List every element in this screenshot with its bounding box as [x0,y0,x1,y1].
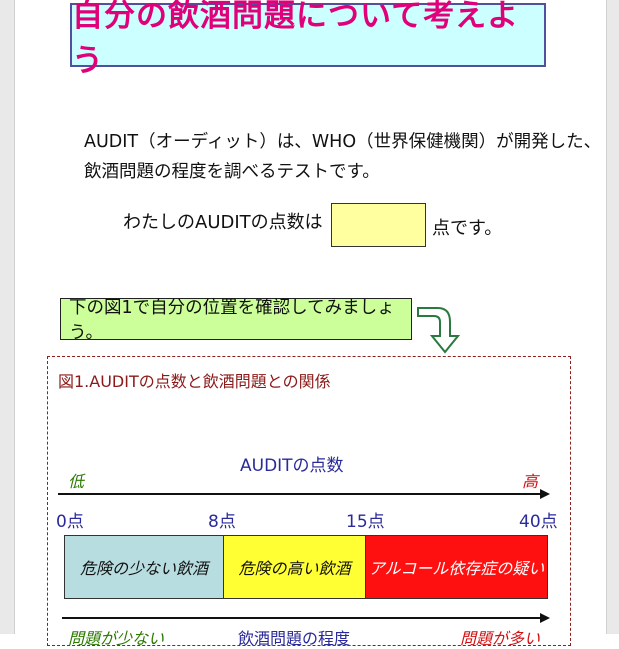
bottom-high-label: 問題が多い [460,629,541,648]
bottom-low-label: 問題が少ない [68,629,165,648]
tick-15: 15点 [346,512,385,532]
tick-0: 0点 [56,512,84,532]
left-frame [0,0,15,634]
intro-text: AUDIT（オーディット）は、WHO（世界保健機関）が開発した、 飲酒問題の程度… [84,127,601,187]
band-dependence: アルコール依存症の疑い [365,535,548,599]
score-input-box[interactable] [331,203,426,247]
intro-line-1: AUDIT（オーディット）は、WHO（世界保健機関）が開発した、 [84,132,602,152]
right-frame [606,0,619,634]
title-banner: 自分の飲酒問題について考えよう [70,0,546,79]
axis-title: AUDITの点数 [240,456,344,476]
band-low-risk-label: 危険の少ない飲酒 [79,559,208,578]
band-dependence-label: アルコール依存症の疑い [368,559,545,578]
intro-line-2: 飲酒問題の程度を調べるテストです。 [84,162,380,182]
figure-frame [47,356,571,646]
low-label: 低 [68,472,85,491]
figure-title: 図1.AUDITの点数と飲酒問題との関係 [58,372,331,391]
band-high-risk-label: 危険の高い飲酒 [238,559,351,578]
high-label: 高 [522,472,539,491]
down-arrow-icon [417,307,460,354]
score-label: わたしのAUDITの点数は [123,212,323,233]
bottom-mid-label: 飲酒問題の程度 [238,629,351,648]
problem-axis-arrow-icon [540,613,550,623]
score-axis-line [58,493,542,495]
page-title: 自分の飲酒問題について考えよう [72,0,520,79]
tick-40: 40点 [519,512,558,532]
score-suffix: 点です。 [432,218,503,239]
axis-arrow-icon [540,489,550,499]
tick-8: 8点 [208,512,236,532]
problem-axis-line [62,617,542,619]
instruction-text: 下の図1で自分の位置を確認してみましょう。 [69,298,395,343]
band-high-risk: 危険の高い飲酒 [223,535,366,599]
instruction-scroll: 下の図1で自分の位置を確認してみましょう。 [60,298,412,343]
band-low-risk: 危険の少ない飲酒 [64,535,224,599]
